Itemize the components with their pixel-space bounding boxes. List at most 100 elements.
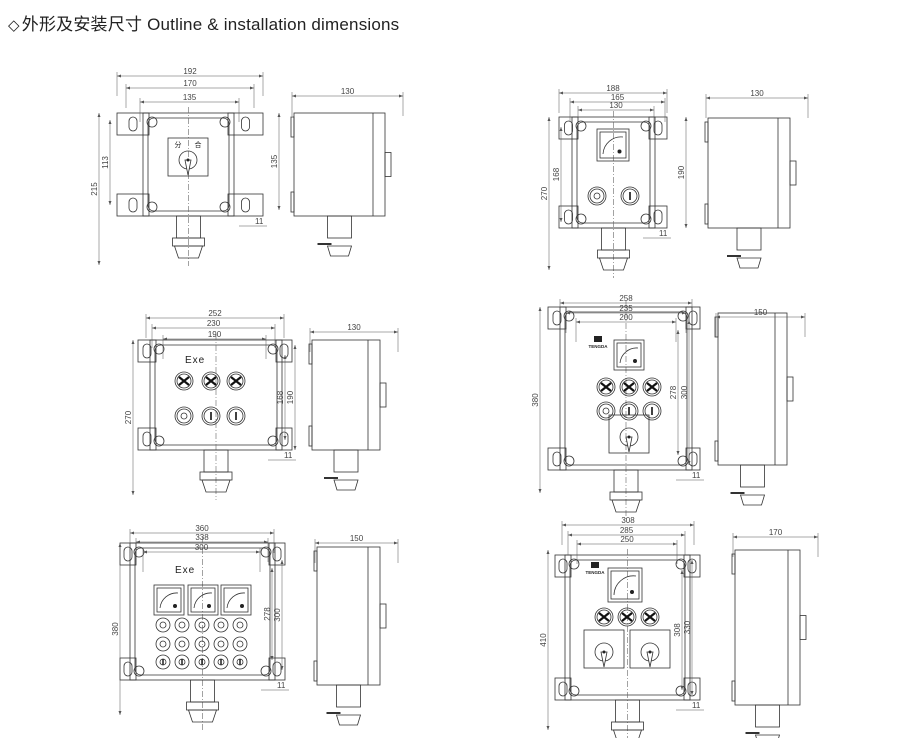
meter-pivot-icon (633, 359, 637, 363)
switch-pivot-icon (602, 650, 606, 654)
cover-screw-icon (219, 201, 231, 213)
push-button-bezel (642, 401, 662, 421)
rotary-switch-plate (167, 137, 209, 177)
cover-screw-icon (575, 120, 587, 132)
mounting-lug (137, 339, 157, 363)
dimension-label: 300 (195, 543, 209, 552)
side-button-profile (799, 615, 807, 640)
lug-dimension-label: 11 (692, 701, 701, 710)
push-button (589, 188, 605, 204)
dimension-label: 200 (619, 313, 633, 322)
push-button (194, 617, 210, 633)
button-center-icon (178, 621, 186, 629)
dimension-label: 230 (207, 319, 221, 328)
push-button (203, 408, 219, 424)
dimension-label: 410 (539, 633, 548, 647)
dimension-label: 235 (619, 304, 633, 313)
mounting-slot-icon (241, 197, 250, 213)
side-gland-seal (333, 479, 359, 491)
meter-bezel (596, 128, 630, 162)
mounting-slot-icon (128, 197, 138, 213)
dimension-label: 150 (754, 308, 768, 317)
indicator-o-icon (180, 412, 188, 420)
lug-dimension-label: 11 (255, 217, 264, 226)
cover-screw-icon (640, 213, 652, 225)
side-button-profile (379, 382, 387, 408)
push-button (228, 373, 244, 389)
side-gland-seal (335, 714, 362, 726)
meter-scale-icon (602, 136, 624, 155)
push-button-bezel (620, 186, 640, 206)
push-button (174, 636, 190, 652)
mounting-slot-icon (123, 661, 133, 677)
cover-screw-icon (575, 213, 587, 225)
mounting-lug (227, 112, 264, 136)
cover-screw-icon (563, 455, 575, 467)
gland-seal (173, 245, 204, 259)
side-gland-seal (754, 734, 781, 738)
dimension-label: 150 (350, 534, 364, 543)
mounting-slot-icon (272, 661, 282, 677)
dimension-label: 278 (669, 385, 678, 399)
mounting-lug (275, 427, 293, 451)
push-button (174, 654, 190, 670)
meter-bezel (220, 584, 252, 616)
analog-meter-icon (616, 342, 642, 368)
switch-handle-icon (600, 651, 608, 668)
analog-meter-icon (599, 131, 627, 159)
indicator-lamp-icon (623, 382, 635, 392)
side-gland-seal (326, 245, 353, 257)
side-button-profile (384, 152, 392, 177)
gland-seal (201, 479, 231, 493)
indicator-lamp-icon (178, 376, 190, 386)
brand-logo-icon (594, 336, 602, 342)
enclosure-side (311, 339, 381, 451)
dimension-label: 130 (347, 323, 361, 332)
dimension-label: 270 (540, 186, 549, 200)
dimension-label: 380 (531, 393, 540, 407)
dimension-label: 300 (273, 608, 282, 622)
analog-meter-icon (156, 587, 182, 613)
side-button-profile (786, 376, 794, 402)
dimension-label: 130 (341, 87, 355, 96)
cover-screw-icon (260, 546, 272, 558)
dimension-label: 360 (195, 524, 209, 533)
dimension-label: 113 (101, 156, 110, 169)
meter-pivot-icon (617, 149, 622, 154)
enclosure-side (734, 549, 801, 706)
push-button (155, 636, 171, 652)
dimension-label: 270 (124, 410, 133, 424)
side-lug (704, 203, 709, 225)
indicator-lamp-icon (621, 612, 633, 622)
side-lug (308, 425, 313, 447)
mounting-slot-icon (142, 431, 152, 447)
indicator-lamp-icon (230, 376, 242, 386)
diamond-outline-icon: ◇ (8, 16, 20, 34)
lug-dimension-label: 11 (284, 451, 293, 460)
indicator-lamp-icon (646, 382, 658, 392)
title-en: Outline & installation dimensions (147, 15, 400, 34)
side-gland-seal (736, 257, 762, 269)
mounting-slot-icon (552, 310, 562, 326)
ex-marking-label: Exe (175, 565, 195, 576)
push-button (621, 379, 637, 395)
mounting-lug (547, 306, 567, 330)
push-button (203, 373, 219, 389)
mounting-lug (554, 677, 572, 701)
push-button (644, 403, 660, 419)
cover-screw-icon (677, 310, 689, 322)
push-button-bezel (642, 377, 662, 397)
gland-seal (612, 729, 643, 738)
push-button (232, 654, 248, 670)
push-button (622, 188, 638, 204)
gland-seal (187, 709, 218, 723)
push-button (596, 609, 612, 625)
switch-position-label: 合 (195, 140, 202, 149)
button-center-icon (159, 621, 167, 629)
button-center-icon (178, 640, 186, 648)
dimension-label: 170 (769, 528, 783, 537)
mounting-slot-icon (564, 120, 573, 136)
mounting-slot-icon (142, 343, 152, 359)
